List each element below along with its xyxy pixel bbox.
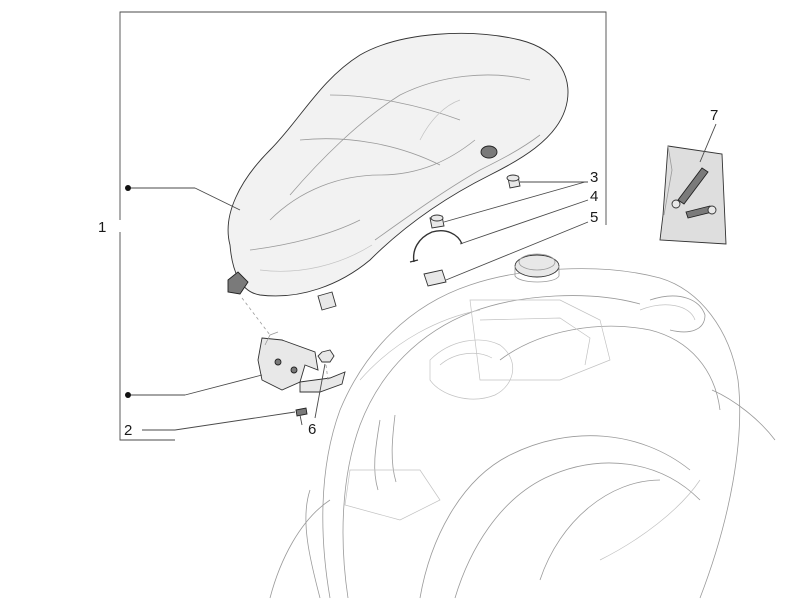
callout-5: 5 bbox=[590, 209, 598, 226]
saddle-hinge-bracket bbox=[257, 331, 346, 393]
saddle bbox=[227, 32, 569, 297]
part-2-screw bbox=[295, 407, 308, 426]
part-5-rubber-pad bbox=[317, 269, 447, 311]
part-3-rubber-buffer bbox=[429, 174, 521, 229]
callout-2: 2 bbox=[124, 422, 132, 439]
callout-3: 3 bbox=[590, 169, 598, 186]
part-6-nut bbox=[317, 349, 335, 363]
assembly-guide-lines bbox=[241, 297, 329, 381]
part-4-wire-clip bbox=[409, 230, 463, 263]
fuel-cap bbox=[514, 253, 560, 283]
leader-lines bbox=[125, 123, 717, 431]
part-7-tool-kit bbox=[659, 145, 727, 245]
callout-7: 7 bbox=[710, 107, 718, 124]
callout-4: 4 bbox=[590, 188, 598, 205]
scooter-body-frame bbox=[269, 268, 776, 599]
callout-6: 6 bbox=[308, 421, 316, 438]
callout-1: 1 bbox=[98, 219, 106, 236]
group-bracket-box bbox=[119, 11, 607, 441]
